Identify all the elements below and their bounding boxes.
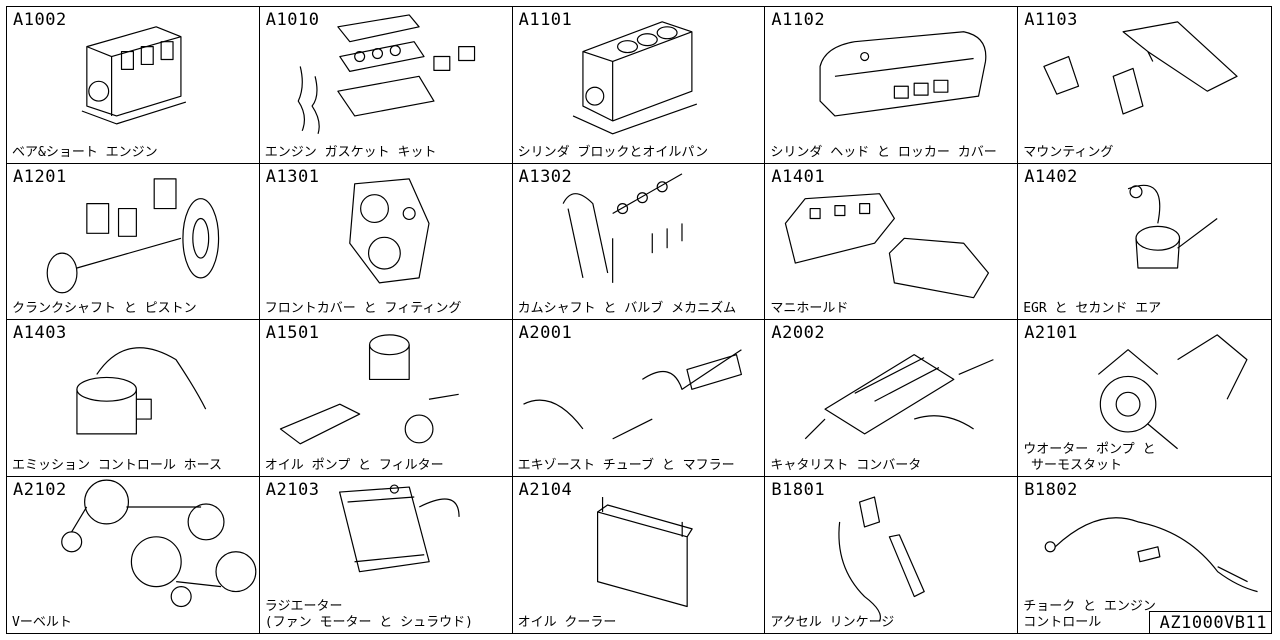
egr-valve-icon — [1128, 184, 1218, 269]
part-cell-a1401[interactable]: A1401 マニホールド — [765, 163, 1019, 320]
part-code: B1801 — [771, 479, 826, 500]
part-cell-b1801[interactable]: B1801 アクセル リンケージ — [765, 476, 1019, 633]
part-code: A1401 — [771, 166, 826, 187]
part-code: A1101 — [518, 10, 573, 30]
oil-cooler-icon — [596, 496, 693, 607]
part-code: A1103 — [1024, 10, 1078, 30]
part-code: A1301 — [265, 166, 320, 187]
part-label: アクセル リンケージ — [770, 615, 895, 630]
radiator-icon — [338, 483, 460, 572]
part-code: A1302 — [518, 166, 573, 187]
part-cell-a2102[interactable]: A2102 Vーベルト — [7, 476, 260, 633]
oil-pump-filter-icon — [279, 334, 459, 445]
part-code: A2101 — [1024, 323, 1078, 343]
part-cell-a1103[interactable]: A1103 マウンティング — [1018, 7, 1271, 164]
catalog-code: AZ1000VB11 — [1148, 611, 1271, 633]
crankshaft-piston-icon — [46, 177, 220, 293]
part-code: A1102 — [771, 10, 826, 30]
part-code: A2104 — [518, 479, 573, 500]
part-cell-a2001[interactable]: A2001 エキゾースト チューブ と マフラー — [512, 320, 766, 477]
manifold-icon — [785, 192, 990, 298]
part-code: A1403 — [13, 323, 67, 343]
part-code: A2102 — [13, 479, 67, 500]
part-code: A1010 — [265, 10, 320, 30]
part-label: オイル クーラー — [517, 615, 617, 630]
emission-hose-icon — [76, 347, 207, 435]
part-label: オイル ポンプ と フィルター — [264, 457, 444, 473]
part-code: A1501 — [265, 323, 320, 343]
part-label: エキゾースト チューブ と マフラー — [517, 457, 735, 473]
engine-mount-icon — [1043, 21, 1238, 115]
part-label: ベア&ショート エンジン — [12, 144, 158, 160]
accelerator-linkage-icon — [838, 495, 926, 622]
part-label: クランクシャフト と ピストン — [12, 301, 197, 316]
part-cell-a2101[interactable]: A2101 ウオーター ポンプ と サーモスタット — [1018, 320, 1271, 477]
part-label: フロントカバー と フィティング — [264, 301, 462, 316]
part-label: ラジエーター (ファン モーター と シュラウド) — [264, 599, 473, 630]
part-cell-a1501[interactable]: A1501 オイル ポンプ と フィルター — [259, 320, 513, 477]
part-label: エンジン ガスケット キット — [264, 144, 437, 160]
part-label: EGR と セカンド エア — [1023, 301, 1162, 316]
part-label: マウンティング — [1023, 144, 1114, 160]
part-code: B1802 — [1024, 479, 1078, 500]
part-cell-a1201[interactable]: A1201 クランクシャフト と ピストン — [7, 163, 260, 320]
part-cell-a1102[interactable]: A1102 シリンダ ヘッド と ロッカー カバー — [765, 7, 1019, 164]
part-cell-b1802[interactable]: B1802 チョーク と エンジン コントロール — [1018, 477, 1271, 634]
part-cell-a1302[interactable]: A1302 カムシャフト と バルブ メカニズム — [512, 163, 766, 320]
part-cell-a2103[interactable]: A2103 ラジエーター (ファン モーター と シュラウド) — [260, 476, 513, 633]
part-cell-a1403[interactable]: A1403 エミッション コントロール ホース — [7, 320, 260, 477]
part-label: シリンダ ヘッド と ロッカー カバー — [770, 144, 997, 160]
part-cell-a1002[interactable]: A1002 ベア&ショート エンジン — [7, 7, 260, 164]
cylinder-head-icon — [819, 31, 987, 117]
part-label: エミッション コントロール ホース — [12, 457, 223, 473]
part-label: マニホールド — [770, 301, 849, 316]
part-label: チョーク と エンジン コントロール — [1023, 599, 1156, 630]
part-cell-a1101[interactable]: A1101 シリンダ ブロックとオイルパン — [512, 7, 766, 164]
part-cell-a2002[interactable]: A2002 キャタリスト コンバータ — [765, 320, 1019, 477]
part-cell-a1301[interactable]: A1301 フロントカバー と フィティング — [259, 163, 513, 320]
gasket-kit-icon — [297, 14, 475, 134]
part-code: A1201 — [13, 166, 67, 187]
v-belt-icon — [61, 479, 257, 607]
parts-index-grid: A1002 ベア&ショート エンジン A1010 エンジン ガスケット キット … — [6, 6, 1272, 634]
part-code: A1002 — [13, 10, 67, 30]
part-code: A1402 — [1024, 166, 1078, 187]
part-cell-a1402[interactable]: A1402 EGR と セカンド エア — [1018, 164, 1271, 320]
part-code: A2103 — [265, 479, 320, 500]
exhaust-muffler-icon — [522, 349, 742, 440]
catalytic-converter-icon — [805, 354, 995, 440]
part-code: A2001 — [518, 323, 573, 343]
part-cell-a1010[interactable]: A1010 エンジン ガスケット キット — [259, 7, 513, 164]
part-label: Vーベルト — [12, 615, 72, 630]
part-label: キャタリスト コンバータ — [770, 457, 922, 473]
part-label: ウオーター ポンプ と サーモスタット — [1023, 441, 1156, 473]
front-cover-icon — [348, 177, 430, 283]
choke-control-icon — [1044, 516, 1258, 592]
part-cell-a2104[interactable]: A2104 オイル クーラー — [513, 476, 766, 633]
camshaft-valve-icon — [562, 172, 683, 283]
part-label: カムシャフト と バルブ メカニズム — [517, 301, 737, 316]
water-pump-icon — [1098, 334, 1248, 450]
cylinder-block-icon — [572, 21, 697, 135]
part-label: シリンダ ブロックとオイルパン — [517, 144, 709, 160]
engine-assembly-icon — [81, 26, 187, 125]
part-code: A2002 — [771, 323, 826, 343]
